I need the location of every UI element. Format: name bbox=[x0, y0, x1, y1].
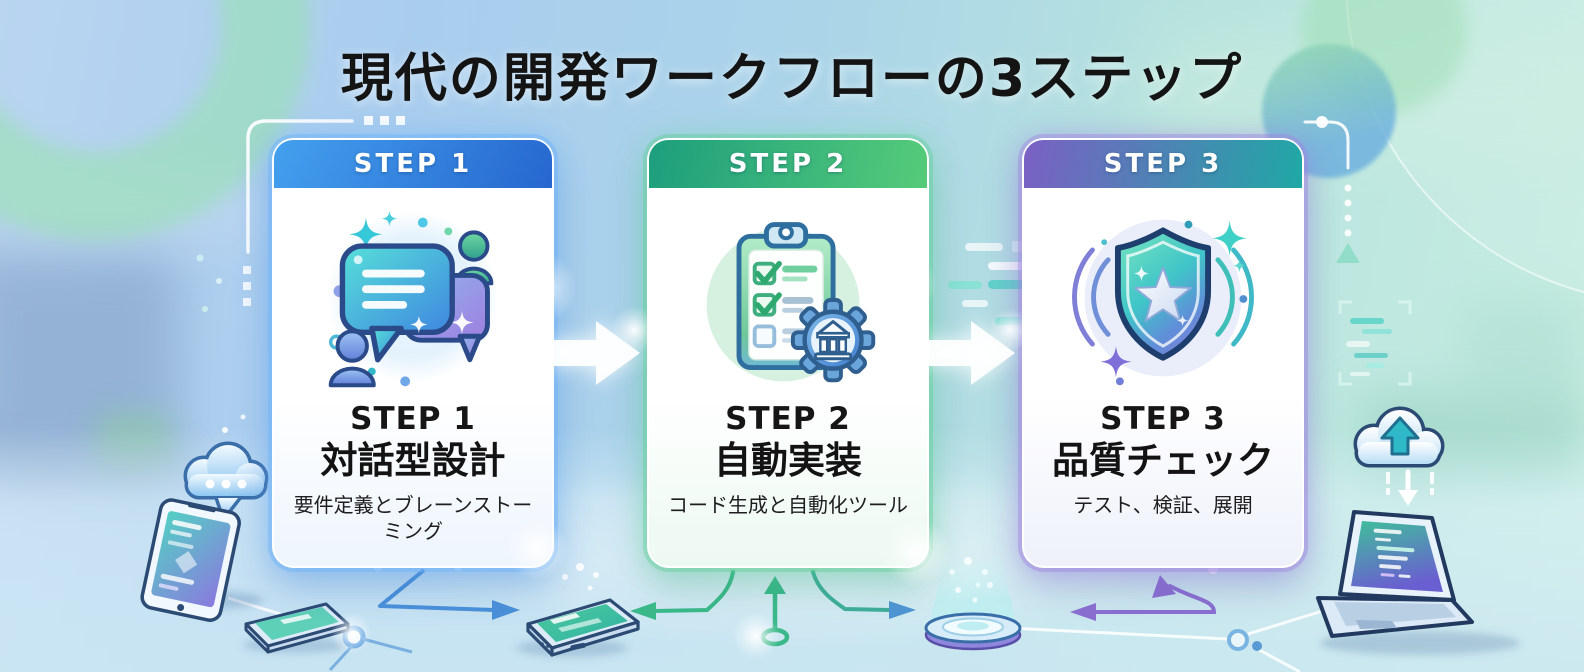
arrow-right-icon bbox=[925, 321, 1015, 385]
triangle-decoration bbox=[1336, 243, 1360, 263]
step-name: STEP 2 bbox=[725, 401, 851, 437]
arrow-right-icon bbox=[550, 321, 640, 385]
shield-star-icon bbox=[1072, 219, 1254, 386]
step-icon-wrap bbox=[690, 196, 886, 402]
step-badge: STEP 1 bbox=[274, 140, 552, 188]
code-frame-decoration bbox=[1338, 300, 1412, 386]
step-heading: 対話型設計 bbox=[320, 439, 506, 483]
step-description: コード生成と自動化ツール bbox=[668, 492, 908, 517]
chat-bubbles-icon bbox=[326, 210, 500, 388]
step-card-2: STEP 2 bbox=[647, 138, 929, 568]
step-icon-wrap bbox=[1065, 196, 1261, 402]
step-icon-wrap bbox=[315, 196, 511, 402]
step-description: 要件定義とブレーンストーミング bbox=[293, 492, 533, 544]
step-heading: 自動実装 bbox=[714, 439, 862, 483]
page-title: 現代の開発ワークフローの3ステップ bbox=[340, 49, 1244, 109]
step-name: STEP 1 bbox=[350, 401, 476, 437]
step-card-3: STEP 3 bbox=[1022, 138, 1304, 568]
background-blob bbox=[1462, 298, 1584, 410]
step-badge: STEP 2 bbox=[649, 140, 927, 188]
clipboard-checklist-gear-icon bbox=[706, 222, 876, 383]
step-card-1: STEP 1 bbox=[272, 138, 554, 568]
step-heading: 品質チェック bbox=[1052, 439, 1274, 483]
step-name: STEP 3 bbox=[1100, 401, 1226, 437]
step-description: テスト、検証、展開 bbox=[1073, 492, 1253, 517]
step-badge: STEP 3 bbox=[1024, 140, 1302, 188]
